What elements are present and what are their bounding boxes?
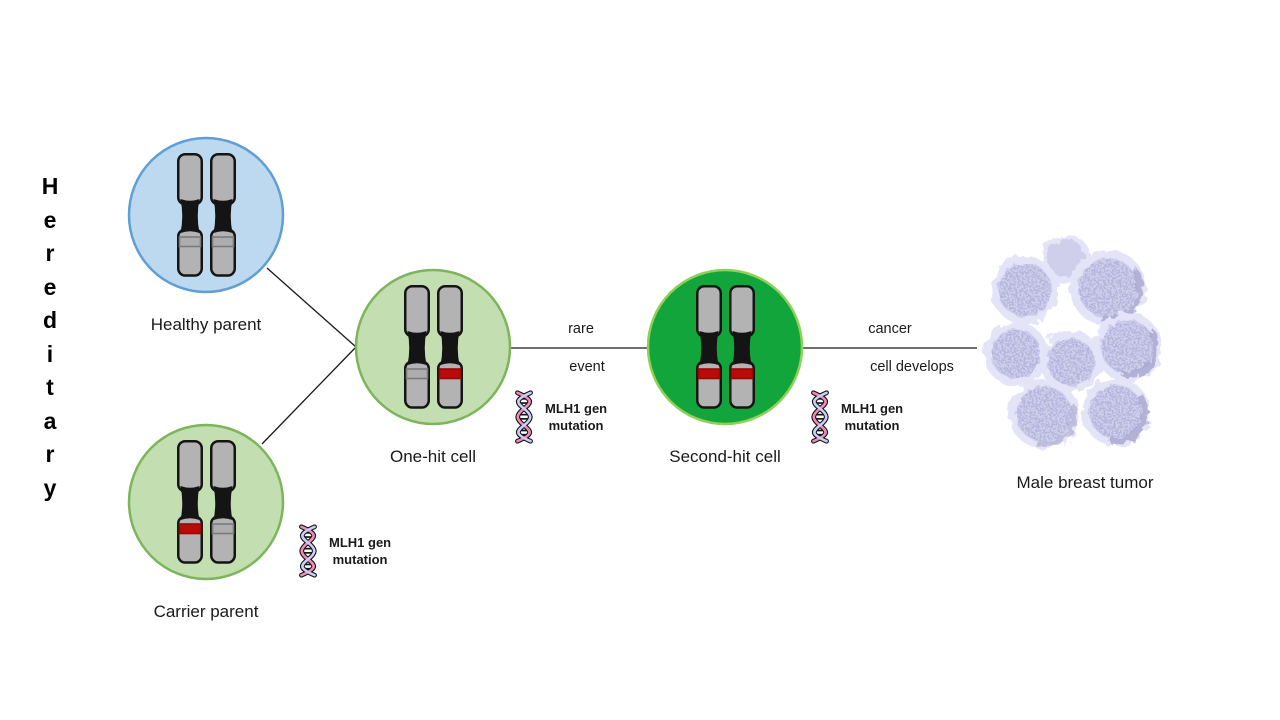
chromosome-band-mutated: [730, 368, 753, 380]
mutation-note-second-hit: MLH1 gen mutation: [806, 388, 903, 446]
tumor-cell: [1082, 378, 1150, 446]
edge-label-event: event: [569, 359, 605, 375]
chromosome-icon: [728, 285, 755, 409]
chromosome-icon: [209, 440, 236, 564]
chromosome-icon: [403, 285, 430, 409]
node-healthy-parent: Healthy parent: [127, 136, 285, 334]
cell-circle: [646, 268, 804, 426]
tumor-cell: [1094, 313, 1162, 381]
dna-double-helix-icon: [811, 390, 829, 444]
chromosome-band: [405, 368, 428, 380]
tumor-cell: [984, 322, 1048, 386]
chromosome-band: [211, 236, 234, 248]
label-one-hit-cell: One-hit cell: [390, 447, 476, 466]
edge-label-cancer: cancer: [868, 321, 912, 337]
chromosome-icon: [176, 153, 203, 277]
chromosome-band-mutated: [697, 368, 720, 380]
mutation-text: MLH1 gen mutation: [329, 535, 392, 567]
chromosome-pair: [354, 268, 512, 426]
cell-circle: [354, 268, 512, 426]
chromosome-band: [178, 236, 201, 248]
label-carrier-parent: Carrier parent: [153, 602, 259, 621]
edge-label-cell-develops: cell develops: [870, 359, 954, 375]
mutation-note-one-hit: MLH1 gen mutation: [510, 388, 607, 446]
chromosome-icon: [695, 285, 722, 409]
chromosome-pair: [127, 423, 285, 581]
label-healthy-parent: Healthy parent: [150, 315, 262, 334]
chromosome-band-mutated: [438, 368, 461, 380]
dna-double-helix-icon: [299, 524, 317, 578]
chromosome-band-mutated: [178, 523, 201, 535]
cell-circle: [127, 423, 285, 581]
chromosome-band: [211, 523, 234, 535]
edge-label-rare: rare: [568, 321, 594, 337]
tumor-cell: [1009, 379, 1079, 449]
node-second-hit-cell: Second-hit cell: [646, 268, 804, 466]
tumor-cell: [1040, 331, 1102, 393]
dna-double-helix-icon: [515, 390, 533, 444]
cell-circle: [127, 136, 285, 294]
mutation-note-carrier: MLH1 gen mutation: [294, 522, 391, 580]
chromosome-pair: [646, 268, 804, 426]
chromosome-icon: [436, 285, 463, 409]
tumor-cell: [991, 256, 1059, 324]
chromosome-icon: [176, 440, 203, 564]
mutation-text: MLH1 gen mutation: [841, 401, 904, 433]
label-male-breast-tumor: Male breast tumor: [1016, 473, 1154, 492]
node-carrier-parent: Carrier parent: [127, 423, 285, 621]
chromosome-icon: [209, 153, 236, 277]
chromosome-pair: [127, 136, 285, 294]
tumor-cells-illustration: [984, 234, 1162, 449]
node-one-hit-cell: One-hit cell: [354, 268, 512, 466]
label-second-hit-cell: Second-hit cell: [669, 447, 781, 466]
mutation-text: MLH1 gen mutation: [545, 401, 608, 433]
